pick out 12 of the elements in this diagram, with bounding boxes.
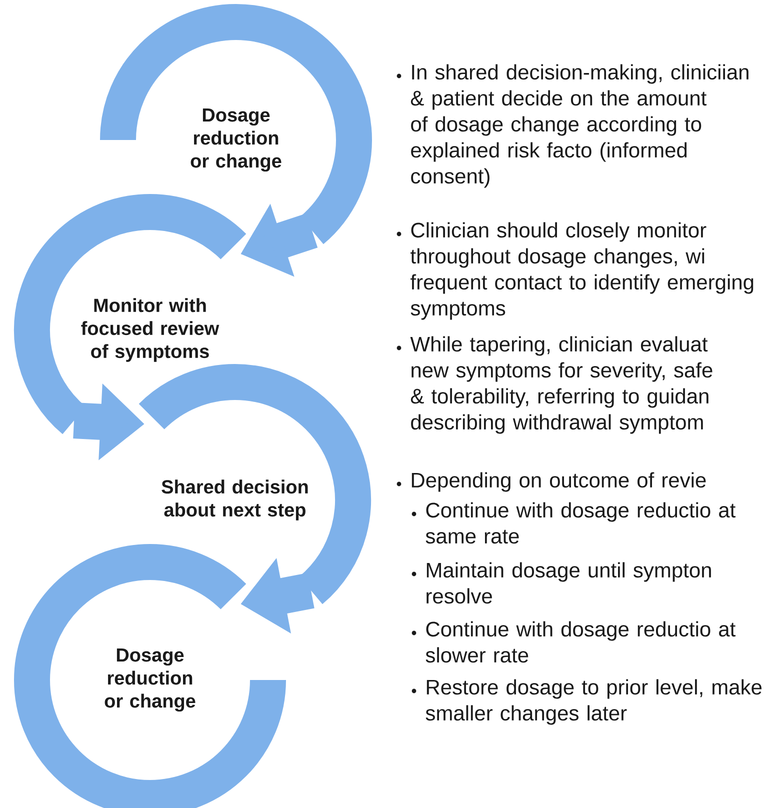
bullet-text: In shared decision-making, cliniciian & patient decide on the amount of dosage change according to explained risk facto (informed consent) [410, 64, 748, 188]
bullet-text: Restore dosage to prior level, make smaller changes later [426, 679, 762, 725]
circular-arrow-step: Dosage reduction or change [100, 4, 372, 244]
bullet-text: Maintain dosage until sympton resolve [426, 562, 711, 604]
bullet-text: Continue with dosage reductio at slower rate [426, 621, 736, 663]
bullet-text: Clinician should closely monitor throughout dosage changes, wi frequent contact to identify emerging symptoms [410, 222, 754, 320]
circular-arrow-step: Dosage reduction or change [14, 544, 286, 808]
circular-arrow-step: Shared decision about next step [140, 364, 371, 604]
bullet-text: Depending on outcome of revie [412, 472, 706, 492]
circular-arrow-step: Monitor with focused review of symptoms [14, 194, 246, 434]
bullet-text: Continue with dosage reductio at same rate [426, 502, 736, 544]
bullet-text: While tapering, clinician evaluat new symptoms for severity, safe & tolerability, referring to guidan describing withdrawal symptom [410, 336, 712, 434]
